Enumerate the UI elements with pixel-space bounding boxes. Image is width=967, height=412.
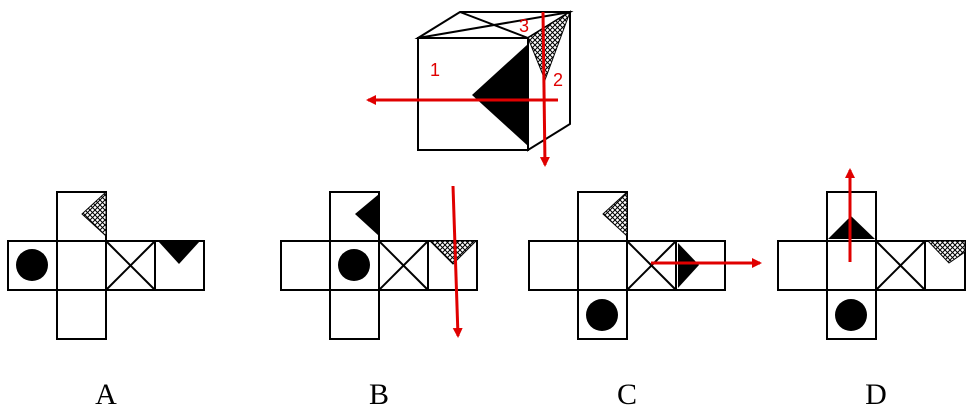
net-b-black-triangle <box>355 194 379 236</box>
net-a-x-line-2 <box>105 240 156 291</box>
net-c-center-face <box>577 240 628 291</box>
net-a-black-triangle <box>158 241 200 264</box>
net-d-x-line-2 <box>875 240 926 291</box>
net-b-left-face <box>280 240 331 291</box>
net-b-hatched-triangle <box>428 240 478 265</box>
cube-down-arrow <box>539 11 550 167</box>
net-d-left-face <box>777 240 828 291</box>
option-a-net[interactable] <box>7 190 205 340</box>
net-b-bottom-face <box>329 289 380 340</box>
option-d-label: D <box>865 378 887 411</box>
cube-front-black-triangle <box>472 44 528 146</box>
net-b-top-face <box>329 191 380 242</box>
option-b-net[interactable] <box>280 185 478 340</box>
option-b-label: B <box>369 378 389 411</box>
face-number-2: 2 <box>553 70 563 90</box>
net-c-hatched-triangle <box>602 190 628 238</box>
net-b-down-arrow <box>451 185 463 338</box>
cube-top-diagonal-2 <box>459 11 529 39</box>
net-d-hatched-triangle <box>926 240 966 264</box>
net-a-black-circle <box>16 249 48 281</box>
net-a-hatched-triangle <box>81 190 107 238</box>
net-b-black-circle <box>338 249 370 281</box>
option-c-label: C <box>617 378 637 411</box>
net-a-center-face <box>56 240 107 291</box>
net-d-black-circle <box>835 299 867 331</box>
cube-right-hatched-triangle <box>527 10 571 82</box>
face-number-3: 3 <box>519 16 529 36</box>
option-a-label: A <box>95 378 117 411</box>
net-b-right-face <box>427 240 478 291</box>
net-b-x-line-2 <box>378 240 429 291</box>
option-d-net[interactable] <box>777 168 966 340</box>
net-c-left-face <box>528 240 579 291</box>
net-c-black-circle <box>586 299 618 331</box>
net-c-black-triangle-fill <box>678 243 699 288</box>
option-c-net[interactable] <box>528 190 762 340</box>
face-number-1: 1 <box>430 60 440 80</box>
reference-cube: 1 2 3 <box>366 10 574 167</box>
net-a-bottom-face <box>56 289 107 340</box>
net-c-x-line-2 <box>626 240 677 291</box>
